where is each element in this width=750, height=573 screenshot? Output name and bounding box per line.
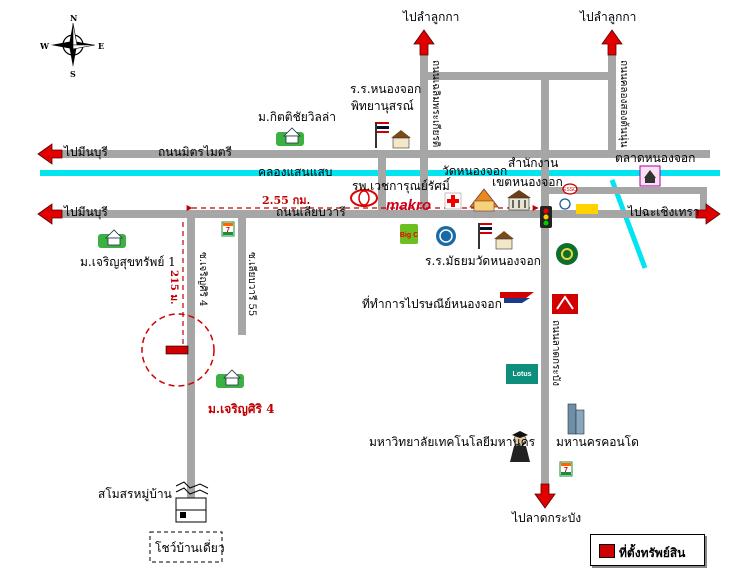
- house-icon-kitti: [276, 127, 304, 146]
- label-showroom: โชว์บ้านเดี่ยว: [155, 541, 225, 555]
- legend: ที่ตั้งทรัพย์สิน: [590, 534, 705, 566]
- label-district-office: สำนักงาน: [508, 156, 559, 170]
- svg-text:ESSO: ESSO: [563, 187, 577, 193]
- label-school-top-1: ร.ร.หนองจอก: [350, 82, 422, 96]
- house-icon-charoensiri: [216, 369, 244, 388]
- destination-lam-luk-ka-left: ไปลำลูกกา: [403, 10, 460, 24]
- seven-eleven-text-left: 7: [226, 227, 230, 234]
- school-icon-bottom: [478, 223, 514, 250]
- label-village-club: สโมสรหมู่บ้าน: [98, 487, 172, 501]
- seven-eleven-icon-right: 7: [559, 461, 573, 477]
- road-label-chaloem-phrakiat: ถนนเฉลิมพระเกียรติ: [430, 60, 441, 148]
- makro-text: makro: [386, 197, 431, 214]
- compass-east: E: [98, 41, 105, 51]
- condo-building-icon: [567, 403, 585, 435]
- district-office-icon: [507, 190, 531, 211]
- road-right-link: [541, 187, 701, 194]
- compass-icon: [51, 22, 96, 67]
- road-label-khlong-song: ถนนคลองสองต้นนุ่น: [618, 60, 629, 148]
- road-label-lat-krabang: ถนนลาดกระบัง: [550, 320, 561, 386]
- arrow-north-right: [601, 29, 623, 56]
- big-c-text: Big C: [400, 232, 418, 239]
- road-top-connector: [420, 72, 616, 80]
- temple-icon: [469, 188, 499, 212]
- bank-logo-icon: [436, 226, 456, 246]
- road-right-vertical: [700, 187, 707, 218]
- showroom-box: [149, 531, 223, 563]
- compass-north: N: [70, 13, 78, 23]
- bank-green-logo-icon: [556, 243, 578, 265]
- destination-lat-krabang: ไปลาดกระบัง: [512, 511, 582, 525]
- post-office-logo-icon: [500, 292, 534, 303]
- compass-south: S: [70, 69, 76, 79]
- house-icon-charoensap: [98, 229, 126, 248]
- road-label-soi-55: ซ.เลียบวารี 55: [246, 252, 257, 317]
- destination-min-buri-bottom: ไปมีนบุรี: [64, 205, 108, 219]
- road-label-liapwari: ถนนเลียบวารี: [276, 205, 346, 219]
- road-soi-charoensiri: [187, 210, 195, 510]
- label-kitti-village: ม.กิตติชัยวิลล่า: [258, 110, 336, 124]
- honda-logo-icon: [552, 294, 578, 314]
- road-label-mitmaitri: ถนนมิตรไมตรี: [158, 145, 233, 159]
- seven-eleven-icon-left: 7: [221, 221, 235, 237]
- arrow-north-left: [413, 29, 435, 56]
- road-label-soi-charoensiri: ซ.เจริญศิริ 4: [197, 252, 208, 307]
- road-hospital-link: [378, 150, 386, 218]
- road-north-right: [608, 45, 616, 155]
- bank-blue-small-icon: [559, 198, 571, 210]
- canal-branch: [609, 179, 648, 269]
- label-school-bottom: ร.ร.มัธยมวัดหนองจอก: [425, 254, 541, 268]
- lotus-text: Lotus: [512, 371, 531, 378]
- market-icon: [639, 165, 661, 187]
- label-post-office: ที่ทำการไปรษณีย์หนองจอก: [362, 297, 502, 311]
- gas-station-logo-icon: ESSO: [562, 183, 578, 195]
- destination-lam-luk-ka-right: ไปลำลูกกา: [580, 10, 637, 24]
- yellow-bank-logo-icon: [576, 204, 598, 214]
- roads: [50, 45, 710, 510]
- destination-min-buri-top: ไปมีนบุรี: [64, 145, 108, 159]
- legend-property-swatch: [599, 544, 615, 558]
- road-soi-55: [238, 210, 246, 335]
- label-charoensiri-village: ม.เจริญศิริ 4: [208, 402, 275, 416]
- label-university: มหาวิทยาลัยเทคโนโลยีมหานคร: [369, 435, 536, 449]
- destination-chachoengsao: ไปฉะเชิงเทรา: [628, 205, 700, 219]
- label-district-office-2: เขตหนองจอก: [492, 175, 563, 189]
- legend-label: ที่ตั้งทรัพย์สิน: [619, 546, 686, 560]
- canal-label: คลองแสนแสบ: [258, 165, 333, 179]
- label-charoensap: ม.เจริญสุขทรัพย์ 1: [80, 255, 176, 269]
- university-graduate-icon: [510, 431, 530, 462]
- label-market: ตลาดหนองจอก: [615, 151, 696, 165]
- arrow-west-bottom: [37, 203, 63, 225]
- road-mid-vertical: [541, 72, 549, 492]
- property-marker[interactable]: [165, 345, 189, 355]
- distance-horizontal-label: 2.55 กม.: [262, 194, 311, 207]
- destination-arrows: [37, 29, 721, 509]
- traffic-light-icon: [540, 206, 552, 228]
- label-hospital: รพ.เวชการุณย์รัศมิ์: [352, 179, 450, 193]
- label-condo: มหานครคอนโด: [556, 435, 639, 449]
- arrow-south: [534, 483, 556, 509]
- school-icon-top: [375, 122, 411, 149]
- label-wat: วัดหนองจอก: [442, 164, 508, 178]
- village-club-gate-icon: [175, 497, 207, 523]
- makro-logo-icon: makro: [386, 197, 431, 214]
- road-break-icon: [175, 481, 209, 495]
- arrow-east: [695, 203, 721, 225]
- distance-vertical-label: 215 ม.: [168, 270, 179, 305]
- big-c-logo-icon: Big C: [400, 224, 418, 244]
- hospital-icon: [444, 192, 462, 210]
- lotus-logo-icon: Lotus: [506, 364, 538, 384]
- property-circle: [141, 313, 215, 387]
- compass-west: W: [40, 41, 49, 51]
- seven-eleven-text-right: 7: [564, 467, 568, 474]
- toyota-logo-icon: [350, 189, 378, 207]
- road-north-left: [420, 45, 428, 215]
- label-school-top-2: พิทยานุสรณ์: [351, 99, 414, 113]
- arrow-west-top: [37, 143, 63, 165]
